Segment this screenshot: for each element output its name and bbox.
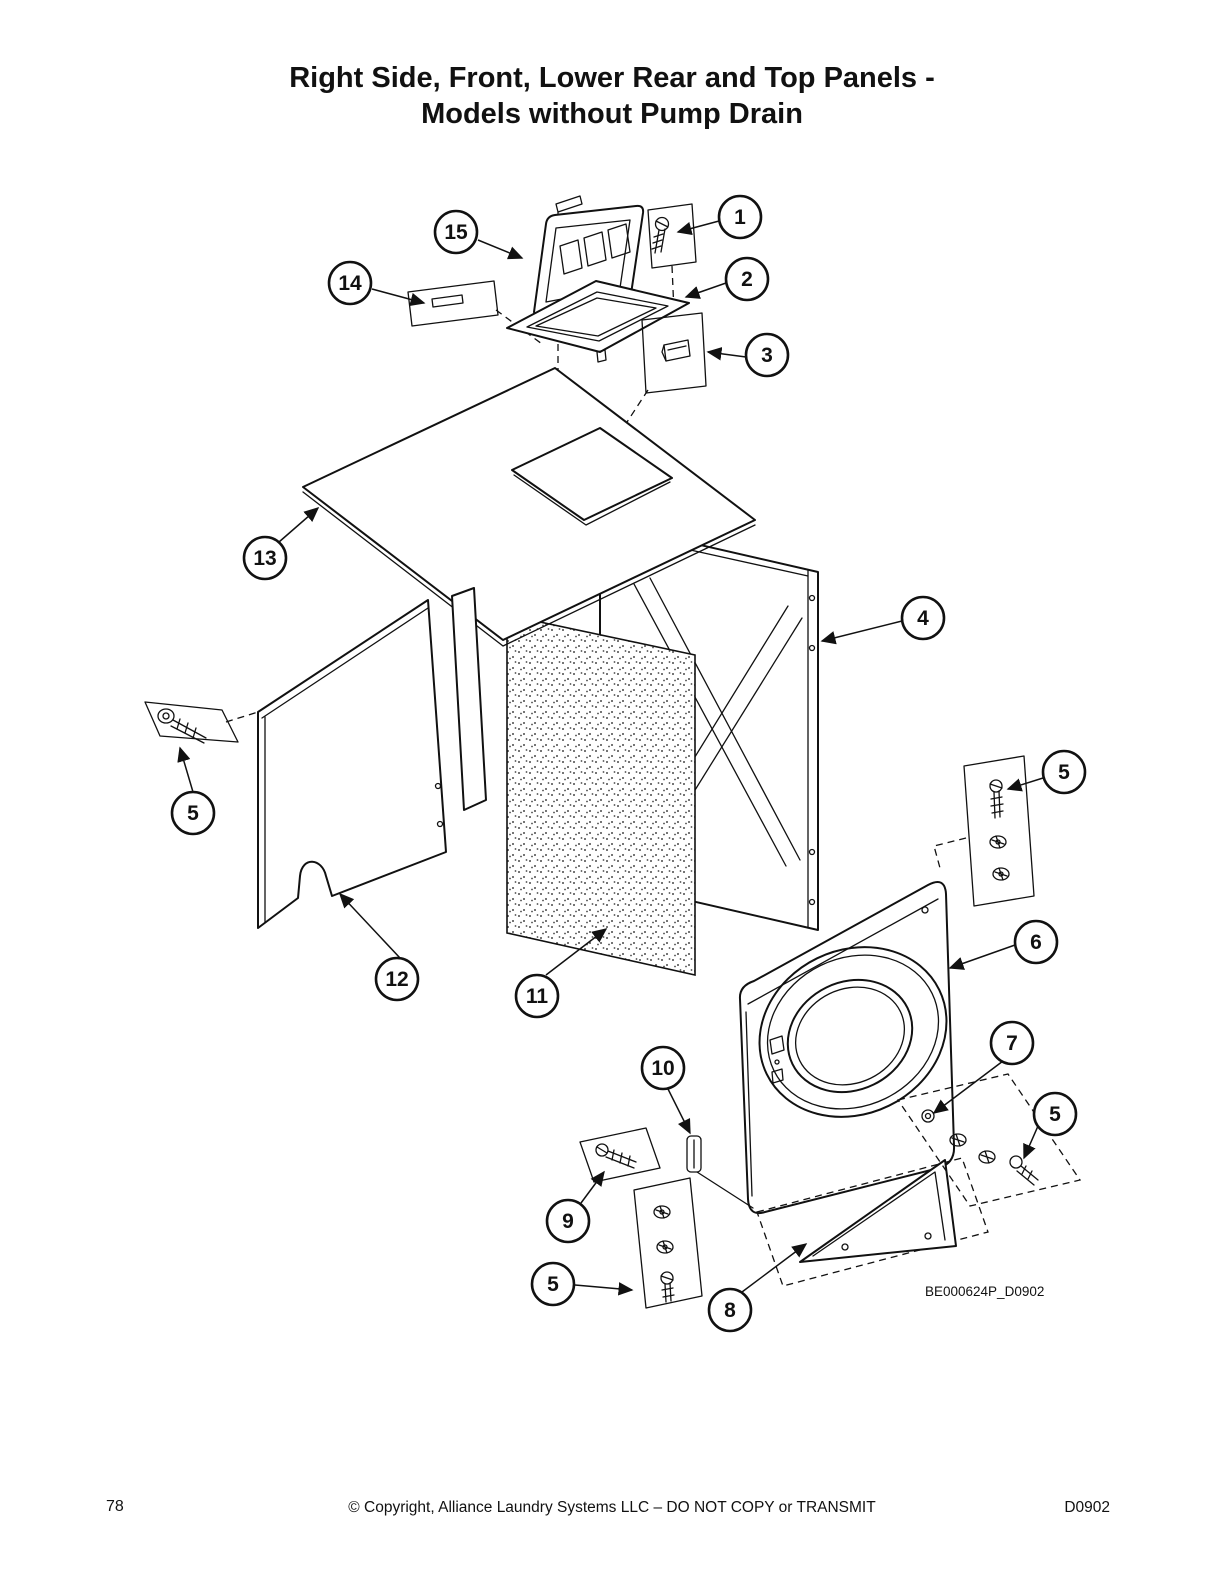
part-left-panel	[257, 587, 487, 929]
part-hardware-7-5-lower-right	[896, 1073, 1082, 1207]
svg-text:15: 15	[444, 221, 468, 244]
callout-15: 15	[433, 209, 479, 255]
callout-7: 7	[989, 1020, 1035, 1066]
figure-code: BE000624P_D0902	[925, 1284, 1044, 1299]
push-nut-icon	[989, 835, 1007, 849]
part-insulation-panel	[506, 614, 696, 976]
push-nut-icon	[656, 1240, 674, 1254]
doc-code: D0902	[1064, 1499, 1110, 1516]
page-title: Right Side, Front, Lower Rear and Top Pa…	[0, 60, 1224, 133]
callout-2: 2	[724, 256, 770, 302]
svg-text:5: 5	[547, 1273, 559, 1296]
part-top-panel	[302, 367, 756, 647]
svg-text:4: 4	[917, 607, 929, 630]
svg-text:2: 2	[741, 268, 753, 291]
svg-text:7: 7	[1006, 1032, 1018, 1055]
part-lower-brace	[756, 1157, 989, 1287]
callout-5-upper-right: 5	[1041, 749, 1087, 795]
part-lid-frame	[506, 280, 690, 363]
part-screw-plate-1	[647, 203, 697, 269]
callout-4: 4	[900, 595, 946, 641]
push-nut-icon	[653, 1205, 671, 1219]
part-screw-5-left	[144, 701, 239, 744]
svg-text:5: 5	[1058, 761, 1070, 784]
callout-14: 14	[327, 260, 373, 306]
screw-icon	[1009, 1155, 1039, 1186]
copyright-text: © Copyright, Alliance Laundry Systems LL…	[348, 1499, 876, 1516]
screw-icon	[595, 1143, 637, 1169]
callout-1: 1	[717, 194, 763, 240]
svg-text:10: 10	[651, 1057, 674, 1080]
screw-icon	[660, 1271, 675, 1303]
svg-text:13: 13	[253, 547, 276, 570]
callout-5-bottom: 5	[530, 1261, 576, 1307]
part-hardware-5-upper-right	[963, 755, 1035, 907]
part-screw-9	[579, 1127, 661, 1183]
svg-text:14: 14	[338, 272, 362, 295]
svg-text:5: 5	[1049, 1103, 1061, 1126]
callout-10: 10	[640, 1045, 686, 1091]
screw-icon	[989, 779, 1004, 819]
leader-lines	[177, 220, 1044, 1296]
push-nut-icon	[992, 867, 1010, 881]
part-clip-plate-3	[641, 312, 707, 394]
washer-icon	[921, 1109, 935, 1123]
callout-8: 8	[707, 1287, 753, 1333]
svg-text:6: 6	[1030, 931, 1042, 954]
svg-text:11: 11	[526, 985, 549, 1008]
page-title-line1: Right Side, Front, Lower Rear and Top Pa…	[289, 62, 935, 94]
svg-text:3: 3	[761, 344, 773, 367]
page-number: 78	[106, 1498, 124, 1515]
page-title-line2: Models without Pump Drain	[421, 98, 803, 131]
callout-5-lower-right: 5	[1032, 1091, 1078, 1137]
push-nut-icon	[949, 1133, 967, 1147]
svg-text:12: 12	[385, 968, 408, 991]
callout-5-left: 5	[170, 790, 216, 836]
svg-text:9: 9	[562, 1210, 574, 1233]
callout-6: 6	[1013, 919, 1059, 965]
callout-9: 9	[545, 1198, 591, 1244]
part-clip-10	[686, 1135, 754, 1209]
callout-13: 13	[242, 535, 288, 581]
part-label-14	[407, 280, 499, 327]
svg-text:1: 1	[734, 206, 746, 229]
callout-12: 12	[374, 956, 420, 1002]
push-nut-icon	[978, 1150, 996, 1164]
part-hardware-5-bottom	[633, 1177, 703, 1309]
clip-icon	[661, 339, 691, 362]
callouts: 15 1 14 2 3 13 4 5	[170, 194, 1087, 1333]
svg-text:5: 5	[187, 802, 199, 825]
callout-3: 3	[744, 332, 790, 378]
screw-icon	[157, 708, 207, 744]
svg-text:8: 8	[724, 1299, 736, 1322]
screw-icon	[651, 216, 670, 254]
callout-11: 11	[514, 973, 560, 1019]
